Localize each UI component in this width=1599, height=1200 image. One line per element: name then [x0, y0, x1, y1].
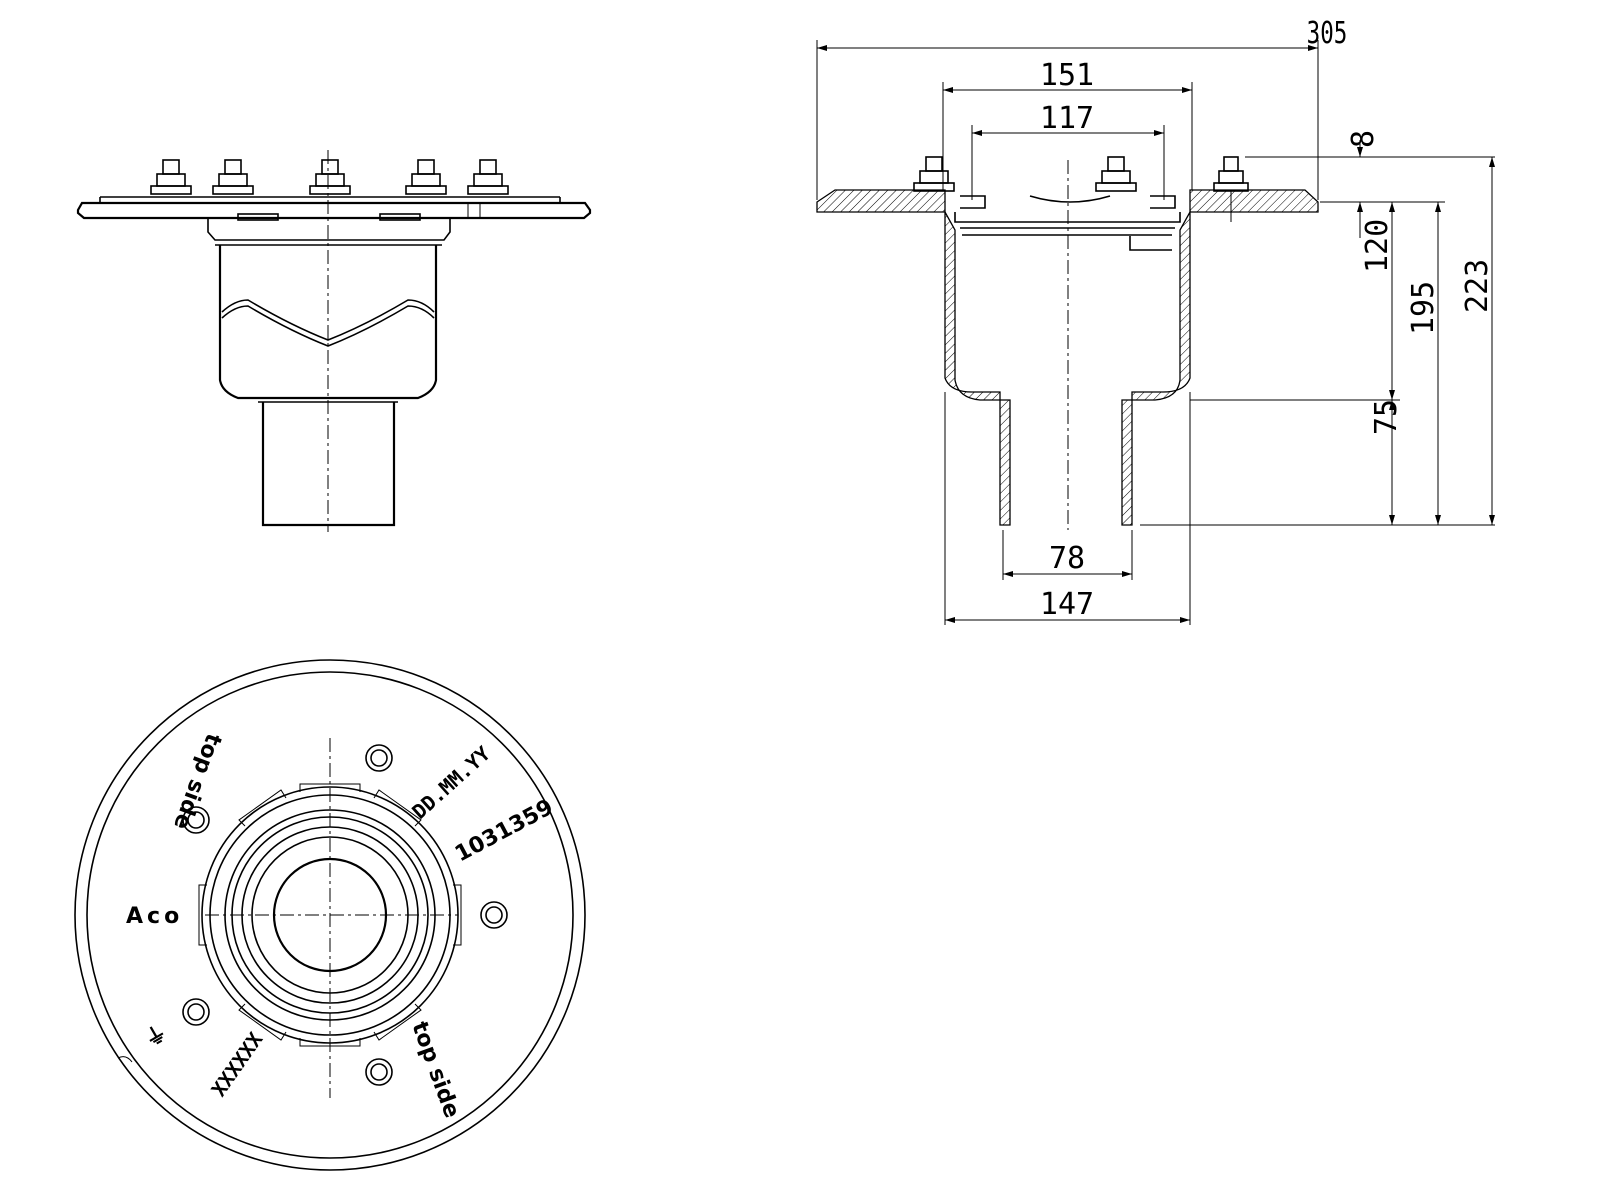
marking-date-code: DD.MM.YY: [407, 741, 495, 823]
bolt-holes: [182, 744, 508, 1086]
dim-117: 117: [1040, 101, 1094, 136]
section-view: 305 151 117 78 147 8 120 75 195 223: [816, 16, 1495, 625]
marking-batch-code: XXXXXX: [206, 1028, 267, 1101]
dim-78: 78: [1049, 541, 1085, 576]
dim-8: 8: [1346, 130, 1381, 148]
front-view: [76, 150, 592, 532]
top-view: top side top side DD.MM.YY 1031359 Aco X…: [74, 659, 586, 1171]
dim-147: 147: [1040, 587, 1094, 622]
dim-305: 305: [1307, 16, 1348, 51]
dim-195: 195: [1406, 281, 1441, 335]
front-bolts: [150, 159, 509, 195]
marking-top-side-upper: top side: [168, 730, 226, 833]
dim-223: 223: [1460, 259, 1495, 313]
marking-brand: Aco: [126, 904, 183, 929]
dim-75: 75: [1369, 399, 1404, 435]
marking-top-side-lower: top side: [406, 1019, 464, 1122]
earth-icon: ⏚: [141, 1021, 173, 1054]
dim-120: 120: [1360, 219, 1395, 273]
marking-article-number: 1031359: [451, 795, 557, 867]
dim-151: 151: [1040, 58, 1094, 93]
